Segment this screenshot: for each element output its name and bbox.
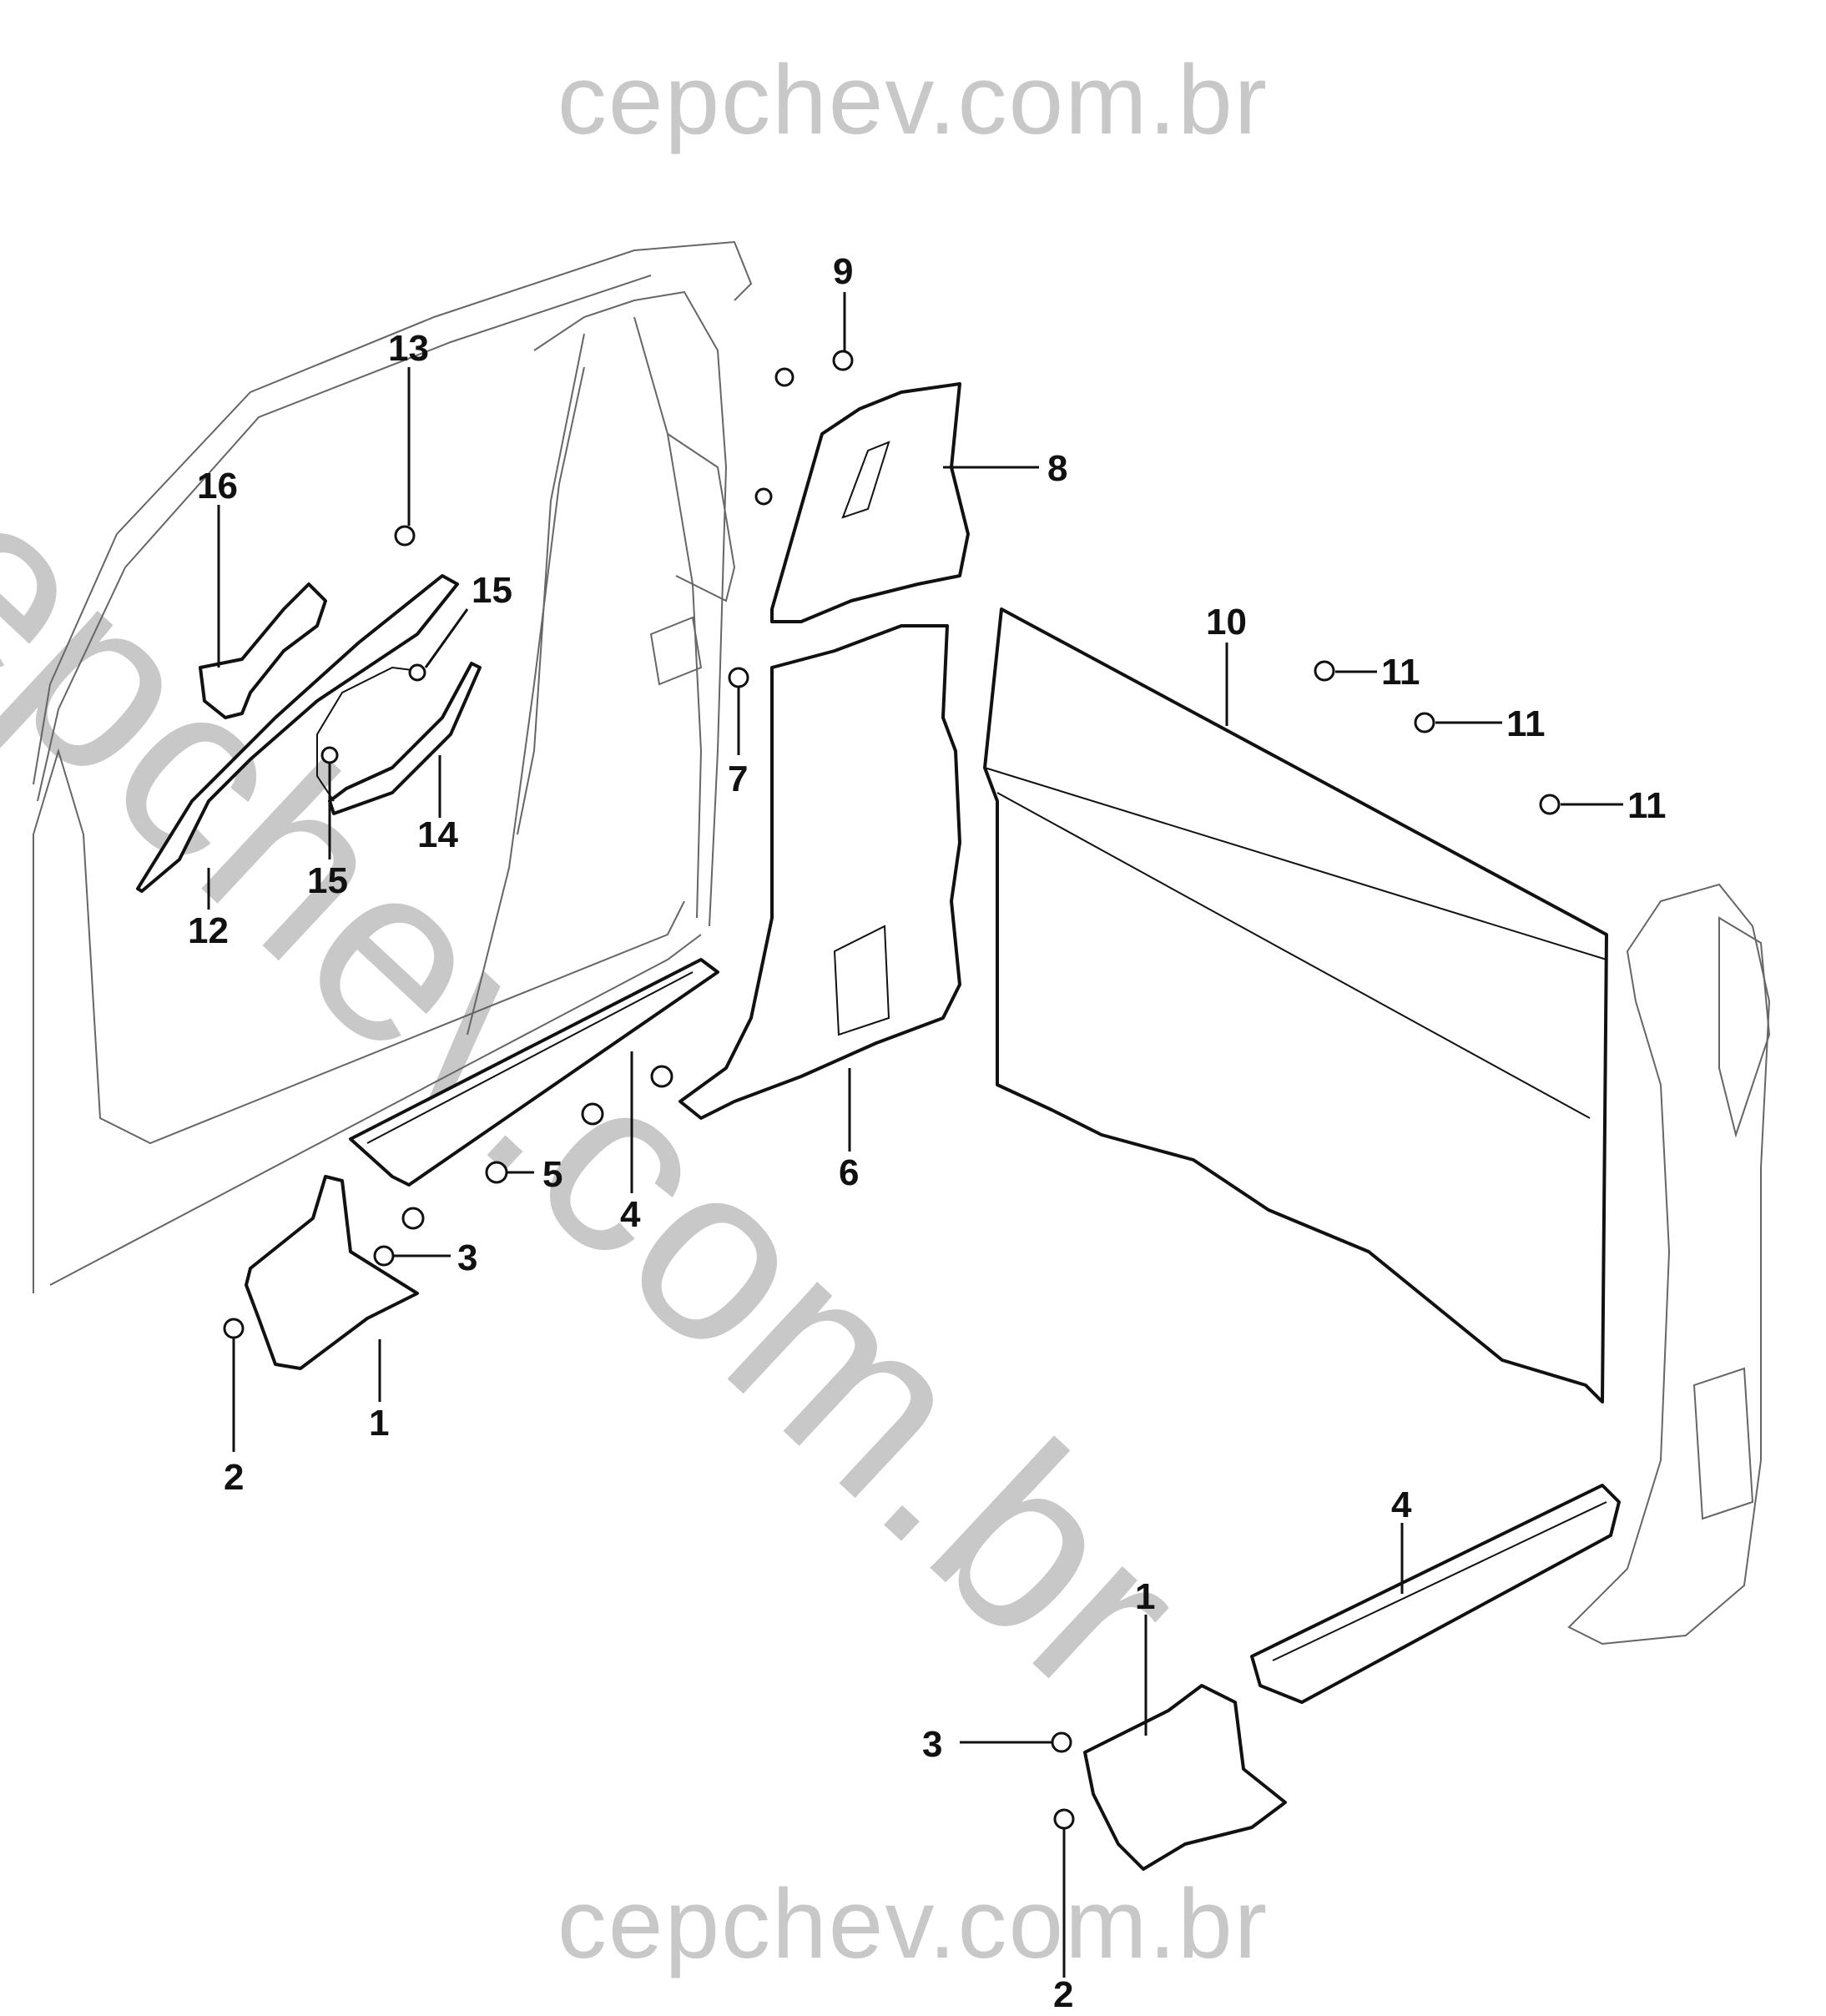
clip-5d [401,1207,425,1230]
part-4-sill-plate-left [349,958,719,1187]
callout-14: 14 [417,814,458,855]
callout-16: 16 [197,466,238,507]
callout-4b: 4 [1391,1484,1412,1525]
callout-8: 8 [1047,448,1067,489]
callout-11c: 11 [1627,785,1667,826]
part-12-pillar-trim [136,574,459,893]
rear-quarter-pillar [1567,883,1771,1646]
part-1-lower-trim-right [1083,1684,1287,1871]
clip-5b [581,1102,604,1126]
callout-13: 13 [388,328,429,369]
clip-11b [1414,712,1435,733]
part-1-lower-trim-left [245,1175,419,1370]
watermark-bottom: cepchev.com.br [557,1869,1269,1979]
clip-5a [485,1161,508,1184]
callout-3b: 3 [922,1724,942,1765]
clip-3-left [373,1245,395,1267]
callout-15b: 15 [307,860,348,901]
callout-12: 12 [188,910,229,951]
callout-1b: 1 [1135,1576,1155,1617]
clip-8-pin [754,487,773,506]
clip-2-left [223,1318,245,1339]
callout-4a: 4 [620,1194,641,1235]
fasteners [223,350,1561,1830]
clip-3-right [1051,1731,1072,1753]
callout-5: 5 [542,1154,562,1195]
part-6-lower-b-pillar-trim [678,624,961,1120]
clip-13 [394,525,416,547]
clip-2-right [1053,1808,1075,1830]
callout-7: 7 [728,759,748,799]
clip-5c [650,1065,673,1088]
callout-2a: 2 [224,1457,244,1498]
clip-11c [1539,794,1561,815]
callout-3a: 3 [457,1237,477,1278]
callout-15a: 15 [472,570,512,611]
callout-1a: 1 [369,1403,389,1444]
part-4-sill-plate-right [1250,1484,1621,1704]
callout-11b: 11 [1506,703,1546,744]
clip-11a [1314,660,1335,682]
vehicle-body-frame [33,240,753,1293]
part-14-assist-handle [328,662,482,815]
part-10-rear-panel [983,607,1608,1404]
clip-15a [408,663,426,682]
clip-7 [728,667,749,688]
leader-lines [207,292,1623,1978]
callout-10: 10 [1206,602,1247,643]
callout-11a: 11 [1381,652,1420,693]
callout-6: 6 [839,1152,859,1193]
callout-9: 9 [833,251,853,292]
clip-9b [774,367,794,387]
callout-labels: 9 13 16 8 10 11 11 11 15 7 14 15 12 6 5 … [188,251,1667,2015]
clip-9 [832,350,854,371]
clip-15b [320,746,339,764]
part-16-bracket [199,582,327,719]
callout-2b: 2 [1053,1974,1073,2015]
watermark-top: cepchev.com.br [557,45,1269,155]
